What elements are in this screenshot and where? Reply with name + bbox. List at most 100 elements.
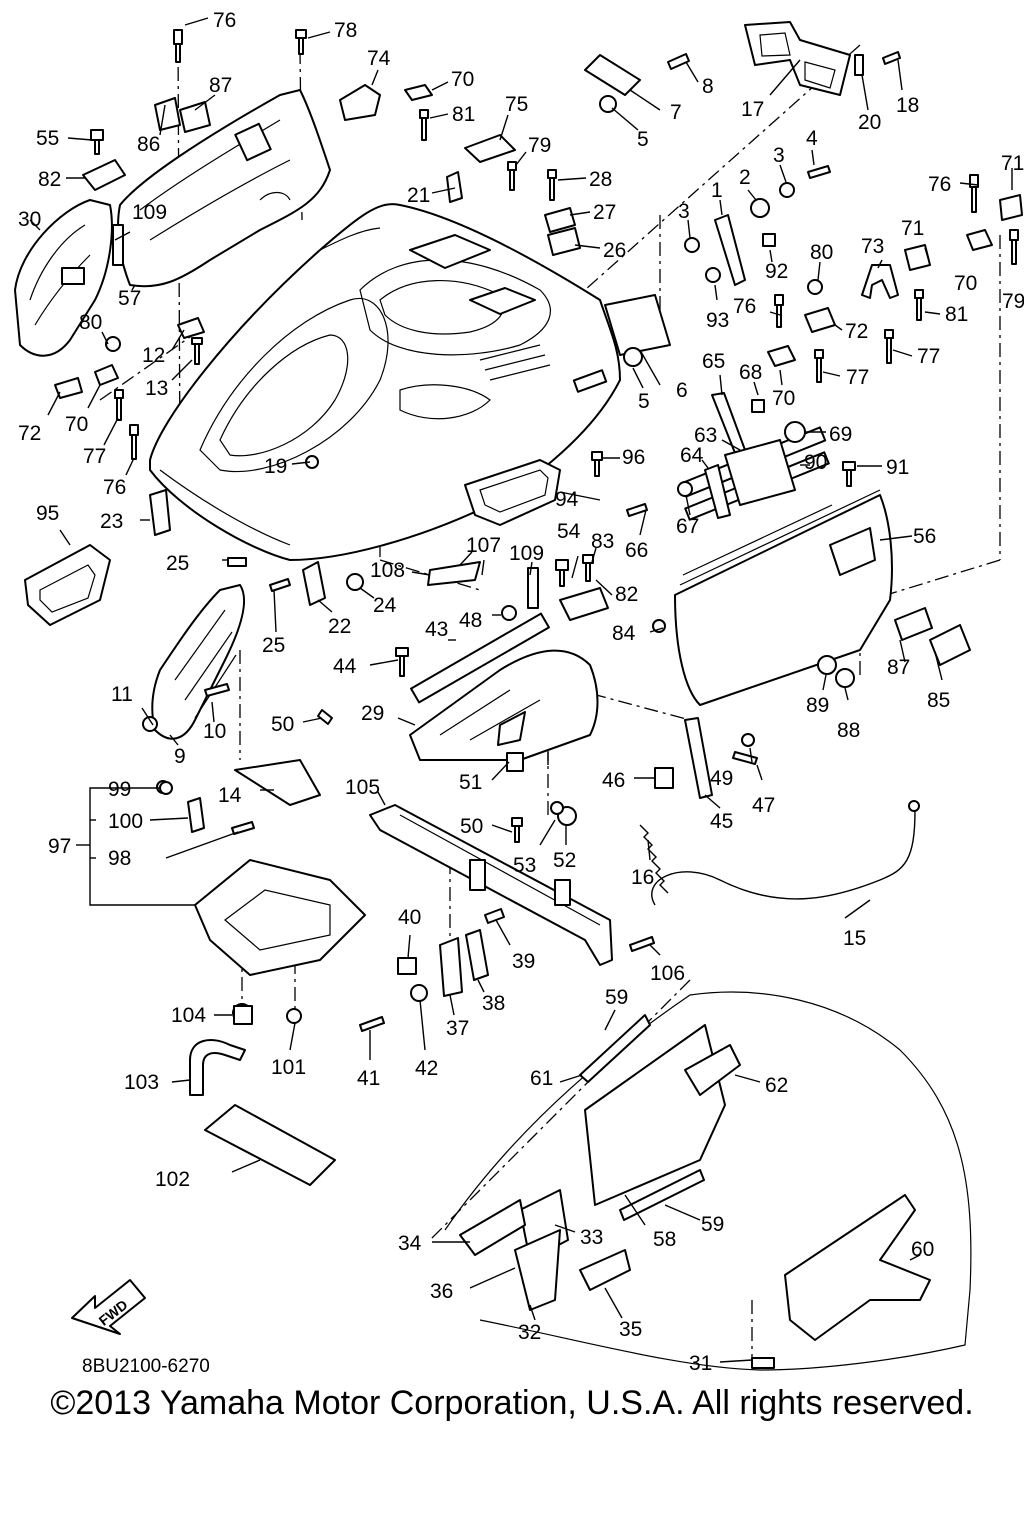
callout-55: 55: [36, 127, 59, 150]
callout-76: 76: [103, 476, 126, 499]
callout-14: 14: [218, 784, 242, 807]
callout-10: 10: [203, 720, 226, 743]
leader-lines: [29, 17, 1013, 1363]
callout-15: 15: [843, 927, 866, 950]
glove-tray: [24, 544, 111, 626]
callout-21: 21: [407, 184, 430, 207]
callout-65: 65: [702, 350, 725, 373]
callout-87: 87: [209, 74, 232, 97]
callout-86: 86: [137, 133, 160, 156]
callout-32: 32: [518, 1321, 541, 1344]
callout-48: 48: [459, 609, 482, 632]
callout-19: 19: [264, 455, 287, 478]
callout-51: 51: [459, 771, 482, 794]
center-console: [409, 612, 599, 761]
drain-hose: [189, 1039, 246, 1096]
callout-4: 4: [806, 127, 818, 150]
callout-41: 41: [357, 1067, 380, 1090]
callout-88: 88: [837, 719, 860, 742]
callout-108: 108: [370, 559, 405, 582]
callout-90: 90: [804, 451, 827, 474]
callout-59: 59: [605, 986, 628, 1009]
callout-26: 26: [603, 239, 626, 262]
callout-3: 3: [773, 144, 785, 167]
floor-mat: [204, 1104, 336, 1186]
callout-106: 106: [650, 962, 685, 985]
callout-73: 73: [861, 235, 884, 258]
callout-17: 17: [741, 98, 764, 121]
callout-80: 80: [79, 311, 102, 334]
copyright-notice: ©2013 Yamaha Motor Corporation, U.S.A. A…: [50, 1384, 974, 1422]
callout-83: 83: [591, 530, 614, 553]
callout-2: 2: [739, 166, 751, 189]
callout-46: 46: [602, 769, 625, 792]
callout-50: 50: [460, 815, 483, 838]
callout-98: 98: [108, 847, 131, 870]
callout-25: 25: [262, 634, 285, 657]
callout-61: 61: [530, 1067, 553, 1090]
callout-84: 84: [612, 622, 636, 645]
callout-63: 63: [694, 424, 717, 447]
callout-82: 82: [615, 583, 638, 606]
forward-direction-arrow: FWD: [71, 1279, 146, 1335]
callout-95: 95: [36, 502, 59, 525]
callout-9: 9: [174, 745, 186, 768]
callout-24: 24: [373, 594, 397, 617]
callout-60: 60: [911, 1238, 934, 1261]
callout-76: 76: [928, 173, 951, 196]
callout-66: 66: [625, 539, 648, 562]
callout-58: 58: [653, 1228, 676, 1251]
diagram-code: 8BU2100-6270: [82, 1356, 210, 1377]
callout-99: 99: [108, 778, 131, 801]
callout-33: 33: [580, 1226, 603, 1249]
callout-97: 97: [48, 835, 71, 858]
callout-37: 37: [446, 1017, 469, 1040]
left-upper-panel: [117, 89, 331, 288]
storage-tray: [464, 459, 561, 526]
callout-7: 7: [670, 101, 682, 124]
callout-70: 70: [65, 413, 88, 436]
callout-31: 31: [689, 1352, 712, 1375]
callout-13: 13: [145, 377, 168, 400]
callout-8: 8: [702, 75, 714, 98]
callout-29: 29: [361, 702, 384, 725]
callout-78: 78: [334, 19, 357, 42]
callout-70: 70: [451, 68, 474, 91]
callout-64: 64: [680, 444, 704, 467]
callout-28: 28: [589, 168, 612, 191]
callout-72: 72: [845, 320, 868, 343]
callout-68: 68: [739, 361, 762, 384]
callout-81: 81: [452, 103, 475, 126]
callout-45: 45: [710, 810, 733, 833]
callout-92: 92: [765, 260, 788, 283]
heat-shield: [234, 759, 321, 806]
callout-25: 25: [166, 552, 189, 575]
callout-56: 56: [913, 525, 936, 548]
callout-54: 54: [557, 520, 581, 543]
callout-labels: 1 2 3 3 4 5 5 6 7 8 9 10 11 12 13 14 15 …: [18, 9, 1024, 1375]
callout-5: 5: [637, 128, 649, 151]
callout-103: 103: [124, 1071, 159, 1094]
callout-94: 94: [555, 488, 579, 511]
hood-cover: [149, 203, 621, 561]
callout-23: 23: [100, 510, 123, 533]
callout-81: 81: [945, 303, 968, 326]
callout-72: 72: [18, 422, 41, 445]
callout-38: 38: [482, 992, 505, 1015]
fasteners: [90, 29, 1019, 1032]
callout-67: 67: [676, 515, 699, 538]
throttle-cable: [651, 800, 920, 906]
callout-93: 93: [706, 309, 729, 332]
callout-49: 49: [710, 767, 733, 790]
callout-109: 109: [509, 542, 544, 565]
callout-100: 100: [108, 810, 143, 833]
callout-74: 74: [367, 47, 391, 70]
callout-34: 34: [398, 1232, 422, 1255]
callout-40: 40: [398, 906, 421, 929]
callout-85: 85: [927, 689, 950, 712]
callout-22: 22: [328, 615, 351, 638]
callout-102: 102: [155, 1168, 190, 1191]
callout-57: 57: [118, 287, 141, 310]
left-fender-bracket: [14, 199, 113, 357]
